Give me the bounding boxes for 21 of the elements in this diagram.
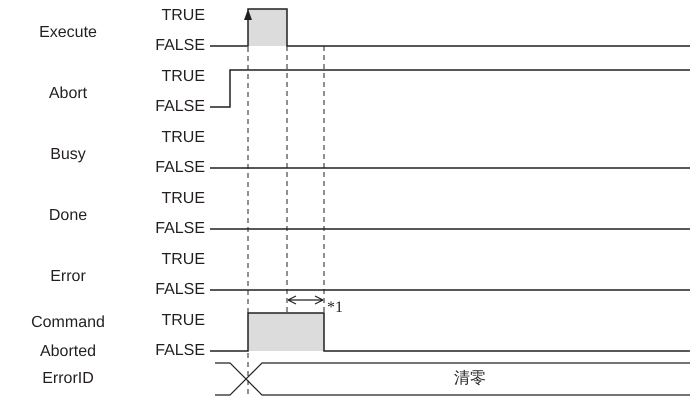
- signal-name: ErrorID: [42, 370, 94, 388]
- signal-name: Execute: [39, 24, 97, 42]
- state-label: TRUE: [161, 312, 205, 330]
- note-mark: *1: [327, 299, 343, 317]
- signal-name: Busy: [50, 146, 86, 164]
- state-label: TRUE: [161, 251, 205, 269]
- state-label: FALSE: [155, 220, 205, 238]
- state-label: TRUE: [161, 190, 205, 208]
- signal-name: Abort: [48, 85, 88, 103]
- state-label: FALSE: [155, 98, 205, 116]
- state-label: FALSE: [155, 159, 205, 177]
- state-label: FALSE: [155, 37, 205, 55]
- state-label: FALSE: [155, 281, 205, 299]
- state-label: FALSE: [155, 342, 205, 360]
- state-label: TRUE: [161, 68, 205, 86]
- state-label: TRUE: [161, 7, 205, 25]
- signal-name: Done: [48, 207, 88, 225]
- value-label: 清零: [454, 370, 486, 388]
- signal-name: Error: [50, 268, 86, 286]
- signal-name: Command Aborted: [30, 313, 106, 362]
- state-label: TRUE: [161, 129, 205, 147]
